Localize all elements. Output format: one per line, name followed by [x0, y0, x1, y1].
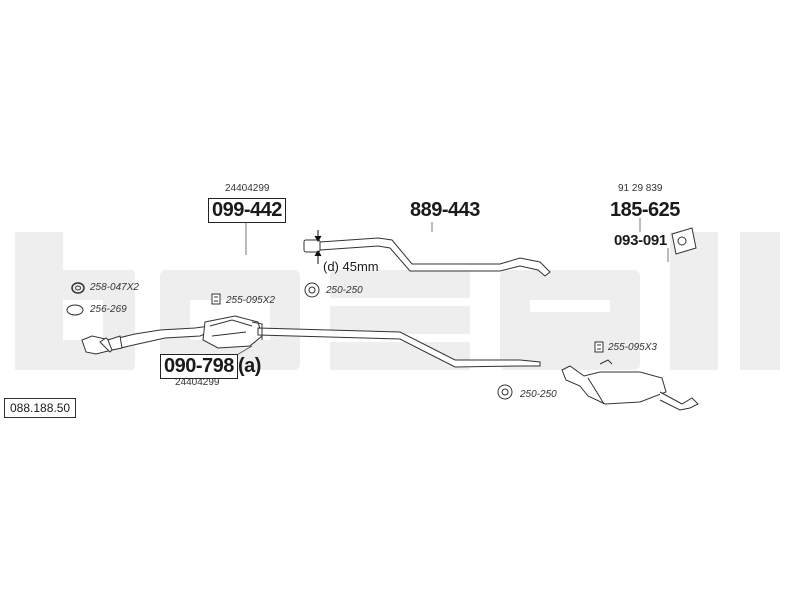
clamp-bolt-icon: [211, 293, 221, 305]
oe-ref-099-442: 24404299: [225, 183, 270, 194]
accessory-255-095X2[interactable]: 255-095X2: [226, 295, 275, 306]
clamp-ring-icon: [304, 282, 320, 298]
part-number-889-443[interactable]: 889-443: [410, 199, 480, 221]
accessory-250-250-lower[interactable]: 250-250: [520, 389, 557, 400]
part-number-099-442[interactable]: 099-442: [208, 198, 286, 223]
diagram-reference: 088.188.50: [4, 398, 77, 418]
intermediate-pipe-889-443: [303, 230, 551, 277]
diameter-note: (d) 45mm: [323, 259, 379, 274]
accessory-250-250-upper[interactable]: 250-250: [326, 285, 363, 296]
oe-ref-185-625: 91 29 839: [618, 183, 663, 194]
part-suffix-090-798: (a): [238, 355, 261, 377]
gasket-ring-icon: [71, 282, 85, 294]
clamp-bolt-icon: [594, 341, 604, 353]
oe-ref-090-798: 24404299: [175, 377, 220, 388]
rubber-hanger-093-091: [671, 227, 697, 255]
gasket-oval-icon: [66, 304, 84, 316]
accessory-255-095X3[interactable]: 255-095X3: [608, 342, 657, 353]
rear-silencer-185-625: [561, 359, 699, 411]
front-pipe-090-798: [81, 315, 541, 368]
part-number-090-798[interactable]: 090-798: [160, 354, 238, 379]
clamp-ring-icon: [497, 384, 513, 400]
part-number-185-625[interactable]: 185-625: [610, 199, 680, 221]
accessory-256-269[interactable]: 256-269: [90, 304, 127, 315]
part-number-093-091[interactable]: 093-091: [614, 232, 667, 249]
accessory-258-047X2[interactable]: 258-047X2: [90, 282, 139, 293]
